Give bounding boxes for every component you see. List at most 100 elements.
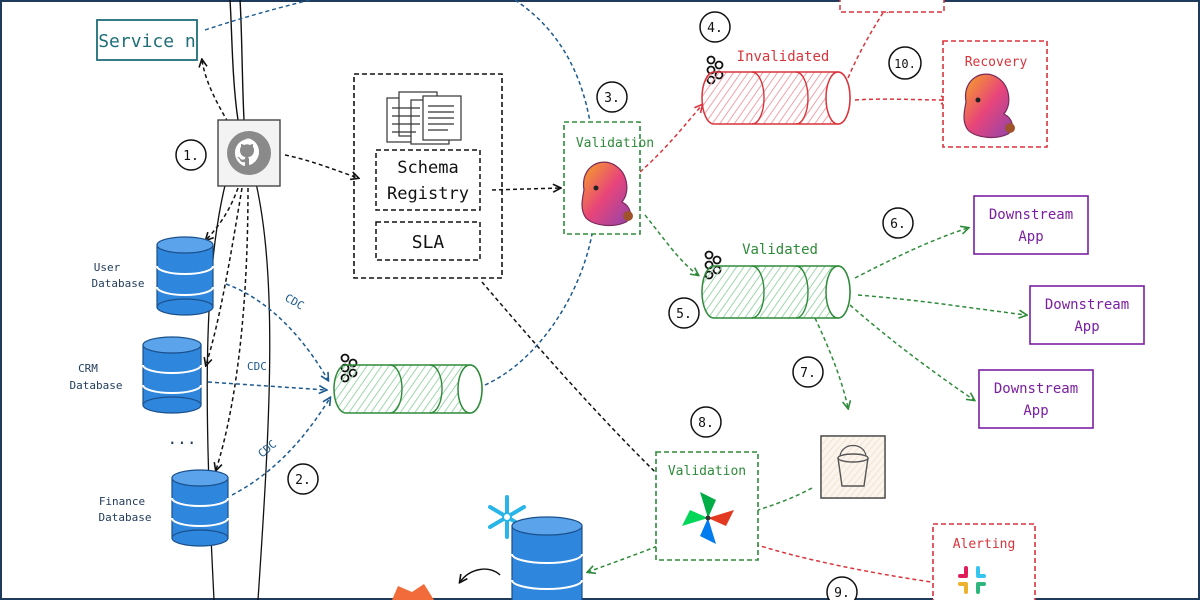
svg-text:Downstream: Downstream: [989, 207, 1073, 223]
user-database: User Database: [92, 236, 214, 316]
downstream-app-2: Downstream App: [1029, 285, 1145, 345]
crm-db-label-2: Database: [70, 379, 123, 392]
cdc-label-finance: CDC: [256, 438, 280, 461]
arrow-userdb-cdc: [225, 283, 328, 380]
github-icon: [217, 119, 281, 187]
sla-label: SLA: [412, 232, 445, 253]
svg-text:App: App: [1018, 229, 1043, 245]
step-5: 5.: [668, 297, 700, 329]
top-red-box: [839, 0, 945, 13]
arrow-cdc-topic-to-validation: [484, 222, 594, 386]
downstream-app-3: Downstream App: [978, 369, 1094, 429]
svg-text:App: App: [1023, 403, 1048, 419]
warehouse-database: [511, 516, 583, 600]
service-label: Service n: [98, 31, 196, 52]
database-icon: [142, 336, 202, 414]
step-9: 9.: [826, 576, 858, 600]
user-db-label-2: Database: [92, 277, 145, 290]
arrow-github-top-2: [239, 0, 245, 121]
step-4: 4.: [699, 11, 731, 43]
flink-squirrel-icon: [581, 161, 633, 227]
svg-text:8.: 8.: [698, 416, 714, 431]
app-icon: [392, 584, 434, 600]
arrow-airflow-to-slack: [741, 539, 952, 585]
arrow-sla-to-airflow: [481, 281, 682, 498]
finance-db-label-2: Database: [99, 511, 152, 524]
step-7: 7.: [792, 356, 824, 388]
service-box: [96, 19, 198, 61]
svg-text:10.: 10.: [894, 57, 916, 71]
arrow-invalidated-to-recovery: [854, 99, 948, 100]
arrow-github-to-service: [202, 60, 229, 123]
arrow-github-to-findb: [216, 187, 249, 470]
cdc-topic: [333, 364, 483, 414]
validated-label: Validated: [742, 242, 818, 258]
arrow-github-to-registry: [284, 154, 358, 178]
arrow-github-to-crmdb: [206, 187, 243, 365]
database-icon: [156, 236, 214, 316]
arrow-service-top-blue: [204, 0, 311, 31]
svg-text:1.: 1.: [183, 149, 199, 164]
arrow-github-to-userdb: [206, 187, 239, 240]
cdc-label-user: CDC: [283, 291, 307, 312]
svg-text:3.: 3.: [604, 91, 620, 106]
arrow-bucket-to-airflow: [742, 487, 813, 515]
arrow-registry-to-validation: [491, 188, 560, 190]
validation-label: Validation: [576, 136, 654, 151]
arrow-crmdb-cdc: [207, 381, 326, 390]
finance-db-label-1: Finance: [99, 495, 145, 508]
svg-text:6.: 6.: [890, 217, 906, 232]
svg-text:App: App: [1074, 319, 1099, 335]
arrow-invalidated-to-top: [847, 5, 888, 79]
bucket-icon: [820, 435, 886, 499]
user-db-label-1: User: [94, 261, 121, 274]
arrow-github-top-1: [229, 0, 239, 121]
svg-text:Downstream: Downstream: [1045, 297, 1129, 313]
svg-text:9.: 9.: [834, 586, 850, 600]
svg-text:5.: 5.: [676, 307, 692, 322]
invalidated-label: Invalidated: [737, 49, 830, 65]
arrow-validation-to-validated: [644, 214, 698, 275]
svg-text:2.: 2.: [295, 473, 311, 488]
step-6: 6.: [882, 207, 914, 239]
recovery-label: Recovery: [965, 55, 1028, 70]
slack-icon: [958, 566, 986, 594]
schema-registry-box: [375, 149, 481, 211]
invalidated-topic: [701, 71, 851, 125]
step-10: 10.: [888, 46, 922, 80]
step-2: 2.: [287, 463, 319, 495]
documents-icon: [386, 91, 462, 145]
database-icon: [511, 516, 583, 600]
arrow-warehouse-to-app: [460, 568, 501, 582]
arrow-validated-to-downstream-2: [857, 294, 1026, 315]
arrow-validation-to-invalidated: [639, 105, 702, 173]
alerting-box: [932, 523, 1036, 600]
svg-text:Downstream: Downstream: [994, 381, 1078, 397]
step-8: 8.: [690, 406, 722, 438]
registry-group: [353, 73, 503, 279]
registry-label: Registry: [387, 184, 469, 204]
arrow-validated-to-downstream-1: [854, 228, 968, 279]
cdc-label-crm: CDC: [247, 360, 267, 373]
crm-database: CRM Database: [70, 336, 202, 414]
sla-box: [375, 221, 481, 261]
database-icon: [171, 469, 229, 547]
validated-topic: [701, 265, 851, 319]
svg-text:7.: 7.: [800, 366, 816, 381]
arrow-validated-to-bucket: [814, 317, 848, 408]
arrow-validated-to-downstream-3: [849, 304, 974, 400]
airflow-icon: [682, 492, 734, 544]
alerting-label: Alerting: [953, 537, 1016, 552]
db-ellipsis: ...: [168, 429, 197, 448]
step-3: 3.: [596, 81, 628, 113]
arrow-findb-cdc: [231, 398, 330, 496]
arrow-github-right-long: [249, 159, 271, 600]
finance-database: Finance Database: [99, 469, 229, 547]
schema-label: Schema: [397, 158, 458, 178]
step-1: 1.: [175, 139, 207, 171]
downstream-app-1: Downstream App: [973, 195, 1089, 255]
crm-db-label-1: CRM: [78, 362, 98, 375]
svg-text:4.: 4.: [707, 21, 723, 36]
